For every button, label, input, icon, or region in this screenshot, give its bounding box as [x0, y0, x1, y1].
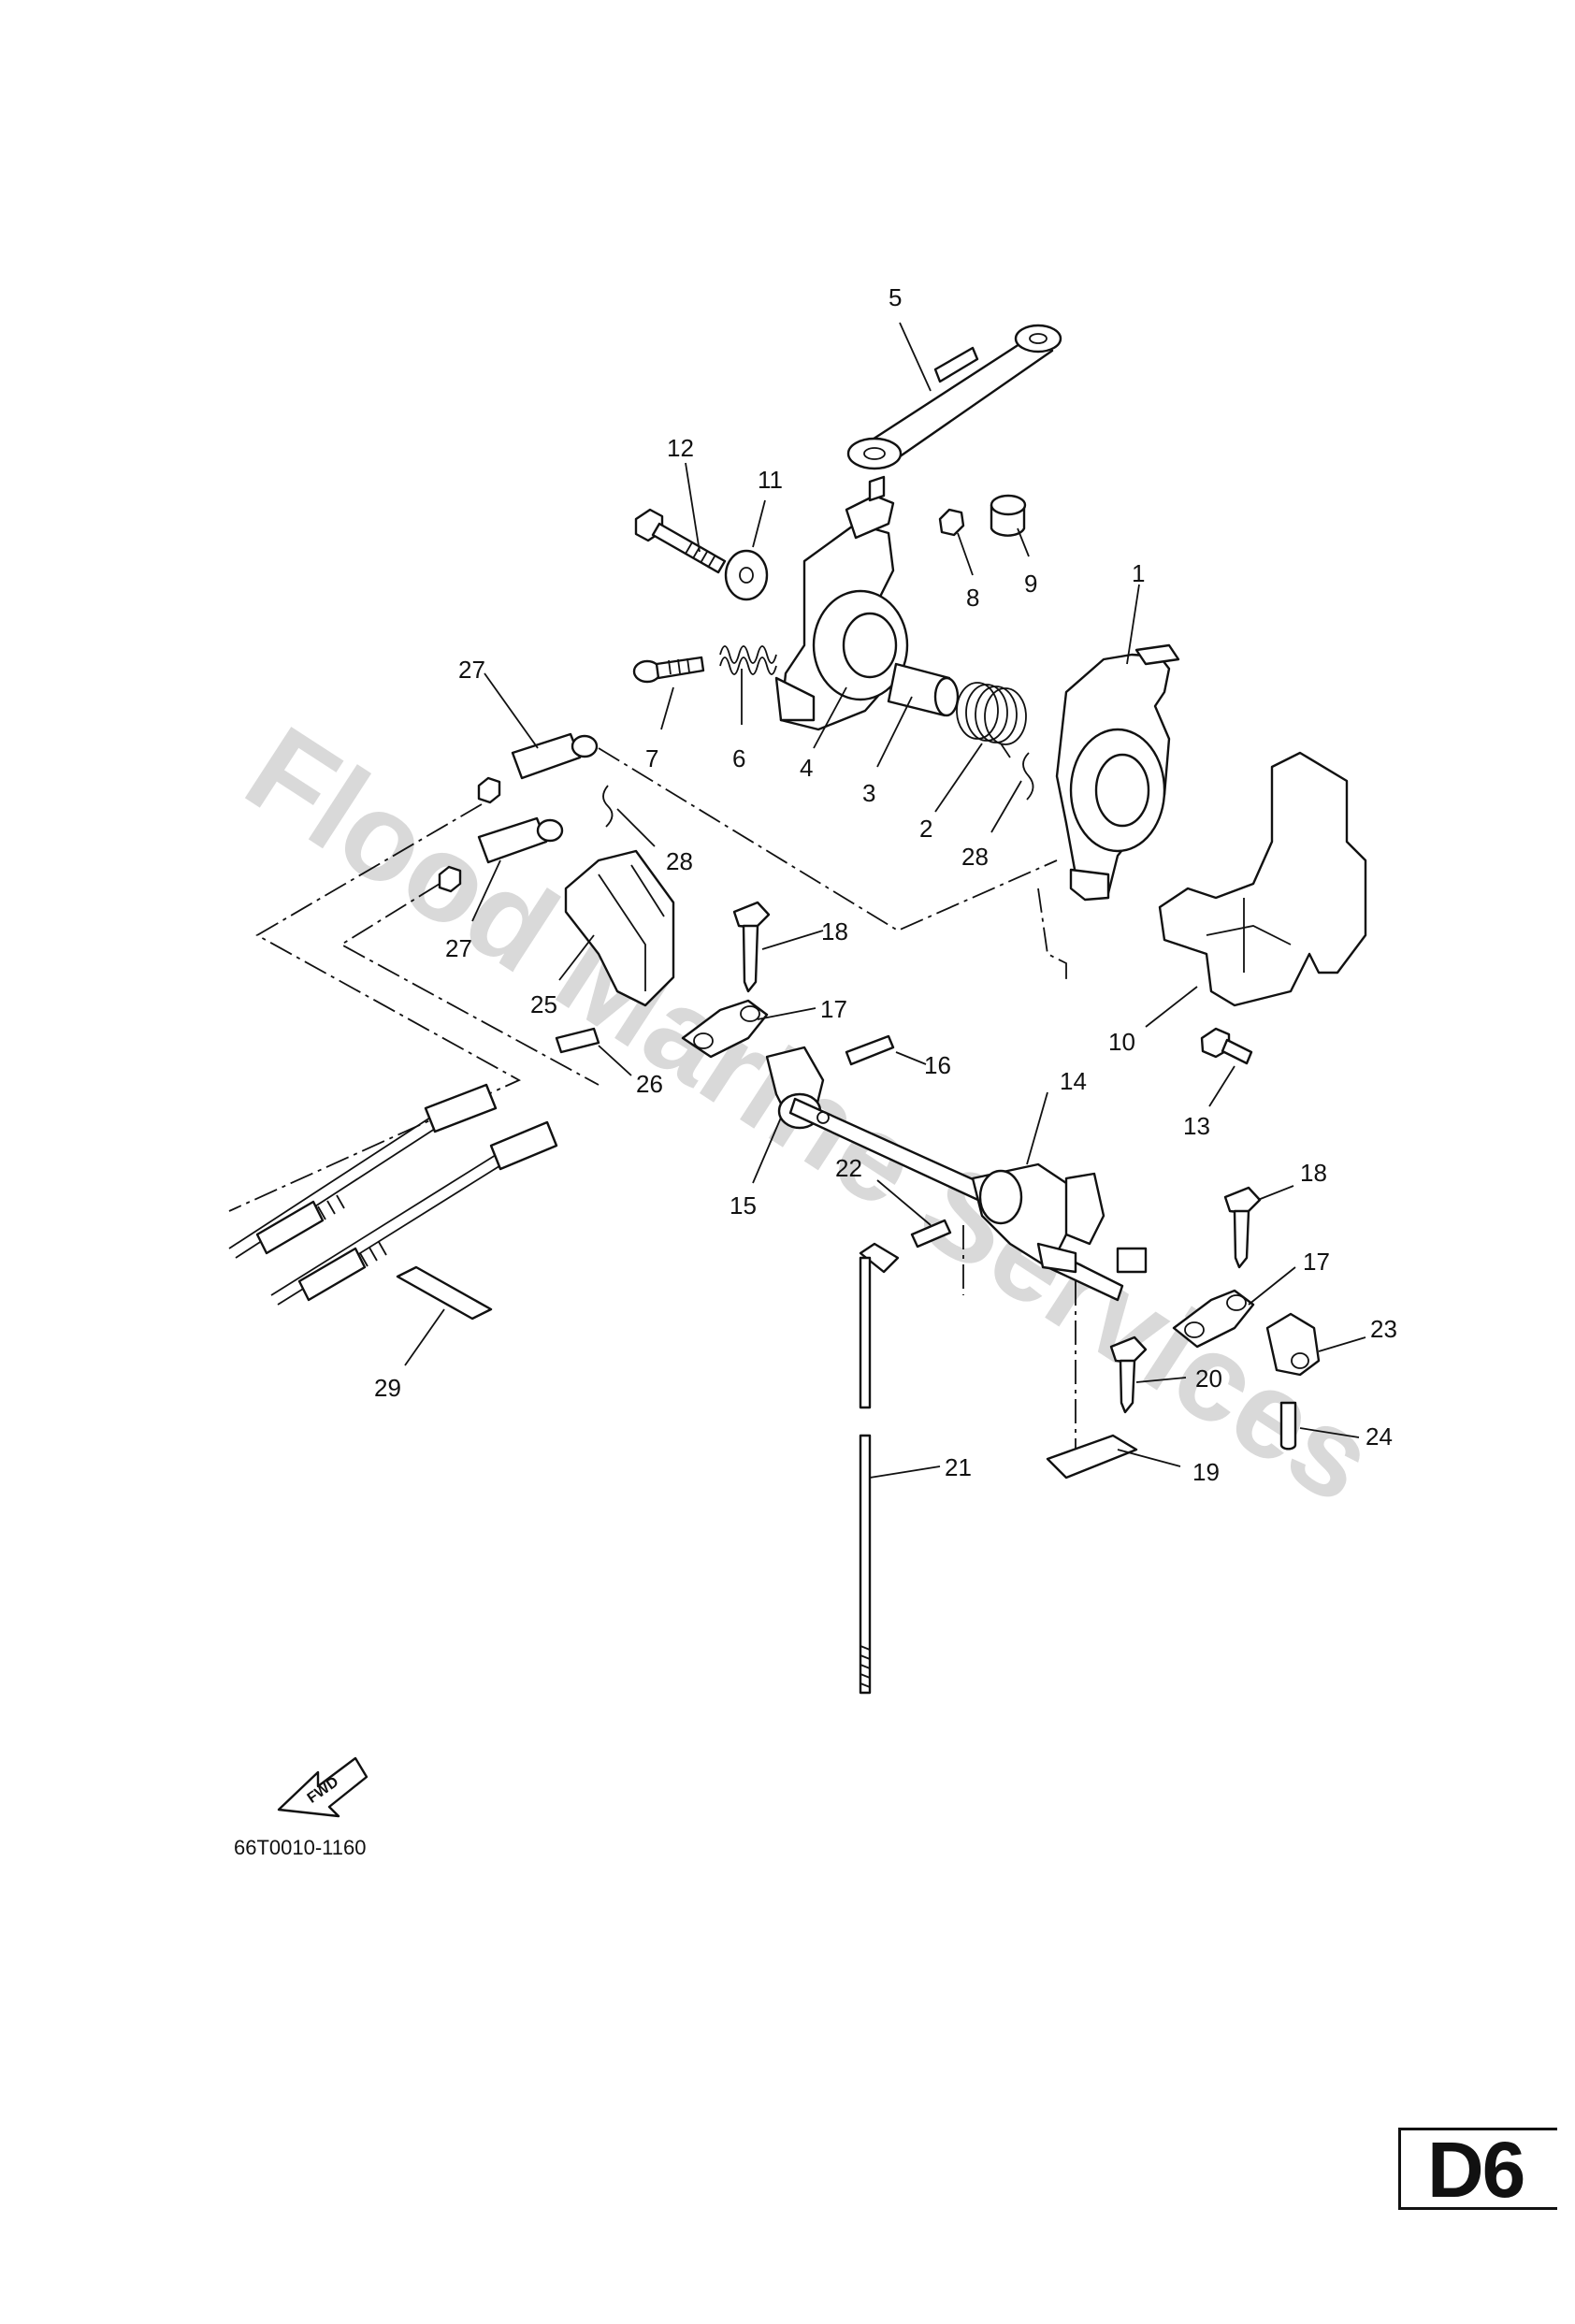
leader-lines	[404, 322, 1366, 1479]
callout-4: 4	[800, 754, 813, 782]
callout-20: 20	[1195, 1364, 1222, 1393]
callout-24: 24	[1365, 1422, 1393, 1451]
part-27-joint	[438, 816, 564, 893]
callout-25: 25	[530, 990, 557, 1018]
callout-18: 18	[1300, 1159, 1327, 1187]
part-24-pin	[1279, 1401, 1297, 1451]
part-18-bolt	[732, 901, 771, 993]
page-code: D6	[1427, 2126, 1525, 2214]
callout-8: 8	[966, 584, 979, 612]
part-14-shift-shaft	[788, 1097, 1148, 1302]
part-13-bolt	[1200, 1027, 1253, 1065]
forward-arrow-icon: FWD	[277, 1756, 368, 1818]
callout-11: 11	[758, 466, 783, 494]
part-20-bolt	[1109, 1335, 1148, 1414]
part-27-joint	[477, 732, 599, 804]
reference-lines	[228, 747, 1076, 1459]
part-3-sleeve	[887, 662, 960, 717]
part-17-clamp	[681, 999, 769, 1059]
part-22-pin	[910, 1219, 952, 1249]
part-25-bracket	[564, 849, 675, 1007]
callout-12: 12	[667, 434, 694, 462]
part-29-label	[396, 1265, 493, 1321]
part-12-bolt	[634, 508, 727, 574]
part-28-clip	[602, 785, 614, 828]
callout-14: 14	[1060, 1067, 1087, 1095]
part-2-coil-spring	[956, 682, 1027, 758]
callout-27: 27	[458, 656, 485, 684]
callout-19: 19	[1192, 1458, 1220, 1486]
part-6-spring	[719, 645, 777, 675]
part-8-nut	[938, 508, 965, 537]
part-28-clip	[1022, 752, 1034, 801]
control-cables	[228, 1083, 558, 1306]
part-17-clamp	[1172, 1289, 1255, 1349]
callout-2: 2	[919, 815, 932, 843]
callout-28: 28	[666, 847, 693, 875]
part-23-lever	[1265, 1312, 1321, 1377]
callout-labels: 5 12 11 8 9 1 27 7 6 4 3 2 28 28 18 17 2…	[374, 283, 1397, 1486]
callout-17: 17	[820, 995, 847, 1023]
callout-9: 9	[1024, 570, 1037, 598]
callout-10: 10	[1108, 1028, 1135, 1056]
callout-27: 27	[445, 934, 472, 962]
part-18-bolt	[1223, 1186, 1262, 1269]
callout-13: 13	[1183, 1112, 1210, 1140]
callout-22: 22	[835, 1154, 862, 1182]
part-26-pin	[555, 1027, 600, 1054]
part-4-throttle-cam	[774, 475, 909, 731]
callout-18: 18	[821, 917, 848, 945]
part-9-collar	[990, 494, 1027, 537]
callout-26: 26	[636, 1070, 663, 1098]
callout-6: 6	[732, 744, 745, 772]
callout-16: 16	[924, 1051, 951, 1079]
callout-7: 7	[645, 744, 658, 772]
part-10-bracket	[1158, 751, 1367, 1007]
callout-15: 15	[730, 1191, 757, 1220]
part-5-link-rod	[846, 324, 1062, 470]
part-21-shift-rod	[859, 1242, 900, 1695]
callout-17: 17	[1303, 1248, 1330, 1276]
part-16-pin	[845, 1034, 895, 1066]
callout-3: 3	[862, 779, 875, 807]
part-1-control-lever	[1055, 643, 1180, 902]
page-code-box: D6	[1398, 2126, 1557, 2214]
callout-5: 5	[889, 283, 902, 311]
part-7-screw	[632, 656, 705, 684]
diagram-code: 66T0010-1160	[234, 1836, 367, 1859]
callout-21: 21	[945, 1453, 972, 1481]
callout-29: 29	[374, 1374, 401, 1402]
callout-28: 28	[961, 843, 989, 871]
part-11-washer	[724, 549, 769, 601]
part-15-lever	[765, 1046, 825, 1130]
part-19-plate	[1046, 1434, 1138, 1480]
callout-23: 23	[1370, 1315, 1397, 1343]
callout-1: 1	[1132, 559, 1145, 587]
